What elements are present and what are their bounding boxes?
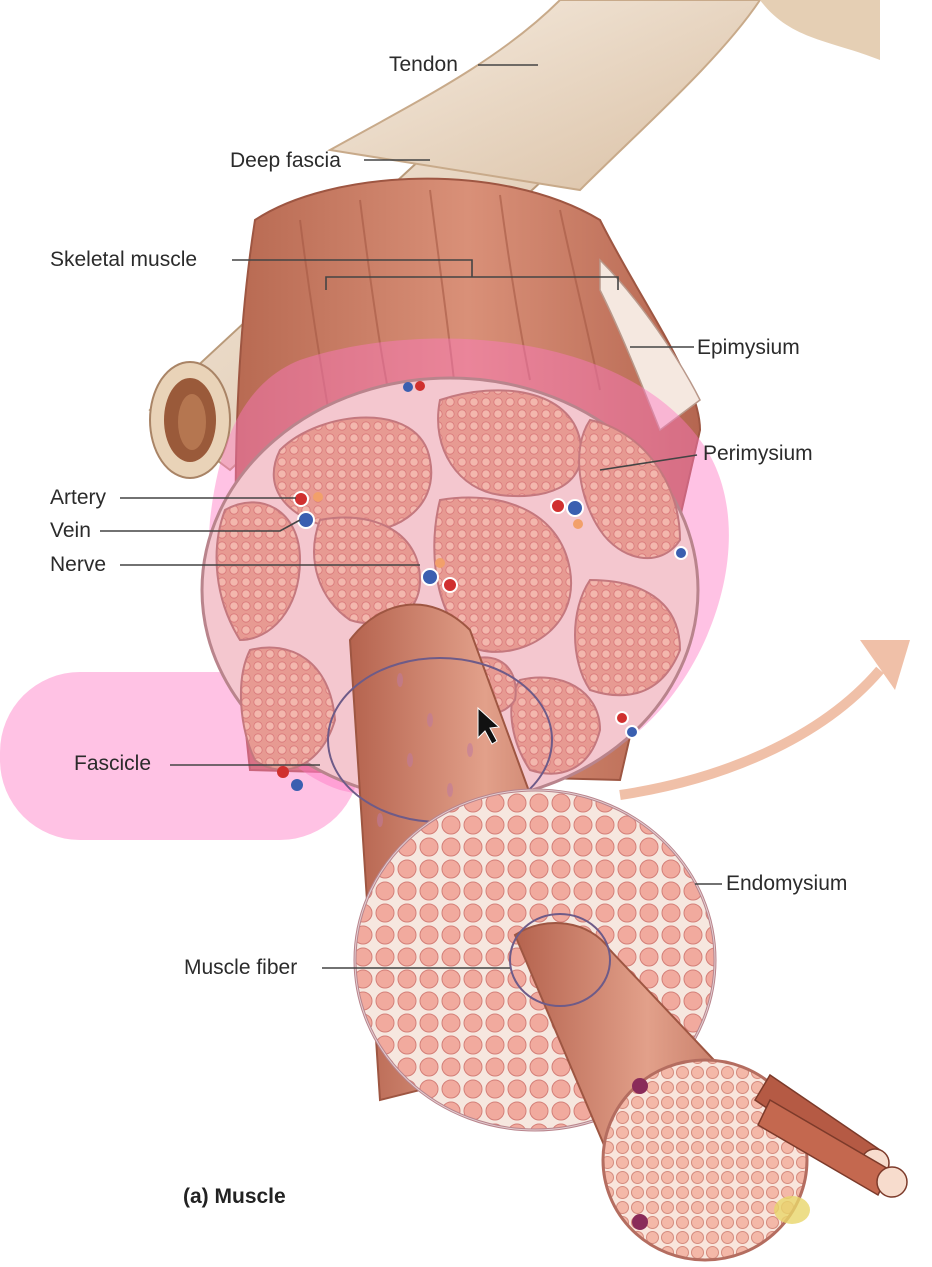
vessels (277, 381, 688, 791)
tendon-band (326, 0, 762, 192)
label-nerve: Nerve (50, 553, 107, 576)
epimysium-flap (599, 258, 701, 432)
label-epimysium: Epimysium (697, 336, 800, 359)
label-endomysium: Endomysium (726, 872, 848, 895)
label-muscle-fiber: Muscle fiber (184, 956, 298, 979)
label-fascicle: Fascicle (74, 752, 152, 775)
label-artery: Artery (50, 486, 107, 509)
label-vein: Vein (50, 519, 91, 542)
myofibrils (753, 1073, 908, 1224)
label-tendon: Tendon (389, 53, 458, 76)
figure-caption: (a) Muscle (183, 1185, 286, 1208)
label-perimysium: Perimysium (703, 442, 813, 465)
label-deep-fascia: Deep fascia (230, 149, 341, 172)
leader-lines (100, 64, 722, 969)
label-skeletal-muscle: Skeletal muscle (50, 248, 198, 271)
mouse-cursor (477, 706, 501, 745)
fiber-cross-section (601, 1058, 809, 1262)
magnify-arrow (619, 666, 884, 800)
